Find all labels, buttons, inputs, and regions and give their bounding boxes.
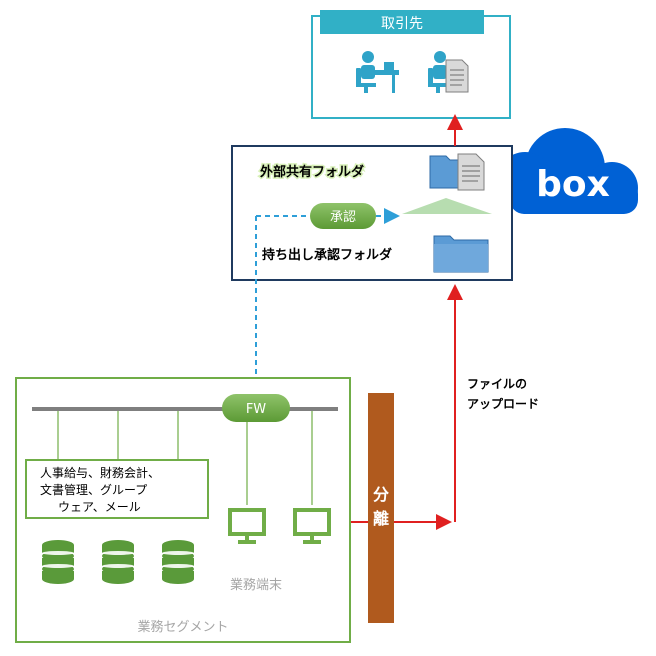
segment-label: 業務セグメント <box>137 619 228 635</box>
cloud-icon <box>497 128 638 214</box>
export-folder-icon <box>433 235 489 273</box>
partner-panel: 取引先 <box>311 10 511 119</box>
approval-label: 承認 <box>330 209 356 225</box>
box-logo-text: box <box>536 164 610 205</box>
export-folder-label: 持ち出し承認フォルダ <box>262 247 392 263</box>
systems-box <box>25 459 209 519</box>
upload-label-line1: ファイルの <box>467 377 527 391</box>
monitor-icon <box>228 508 266 544</box>
partner-title: 取引先 <box>381 16 423 32</box>
firewall-badge <box>222 394 290 422</box>
approval-badge <box>310 203 376 229</box>
shared-folder-icon <box>429 153 485 191</box>
systems-line2: 文書管理、グループ <box>40 482 147 497</box>
monitor-icon <box>293 508 331 544</box>
separation-char2: 離 <box>373 509 389 528</box>
firewall-label: FW <box>246 402 266 417</box>
separation-bar: 分 離 <box>368 393 394 623</box>
shared-folder-label: 外部共有フォルダ <box>259 164 364 180</box>
box-logo: box <box>497 128 638 214</box>
separation-char1: 分 <box>373 485 389 504</box>
systems-line1: 人事給与、財務会計、 <box>40 465 160 480</box>
person-at-desk-icon <box>356 51 399 93</box>
database-icon <box>162 540 194 584</box>
database-icon <box>102 540 134 584</box>
external-share-panel: 外部共有フォルダ 承認 持ち出し承認フォルダ <box>231 145 513 281</box>
partner-title-bar <box>320 10 484 34</box>
business-segment-panel: FW 人事給与、財務会計、 文書管理、グループ ウェア、メール <box>15 377 351 643</box>
approval-triangle-icon <box>402 198 492 214</box>
upload-label-line2: アップロード <box>467 396 539 411</box>
systems-line3: ウェア、メール <box>58 500 141 514</box>
database-icon <box>42 540 74 584</box>
person-with-document-icon <box>428 51 469 93</box>
terminal-label: 業務端末 <box>230 577 282 593</box>
